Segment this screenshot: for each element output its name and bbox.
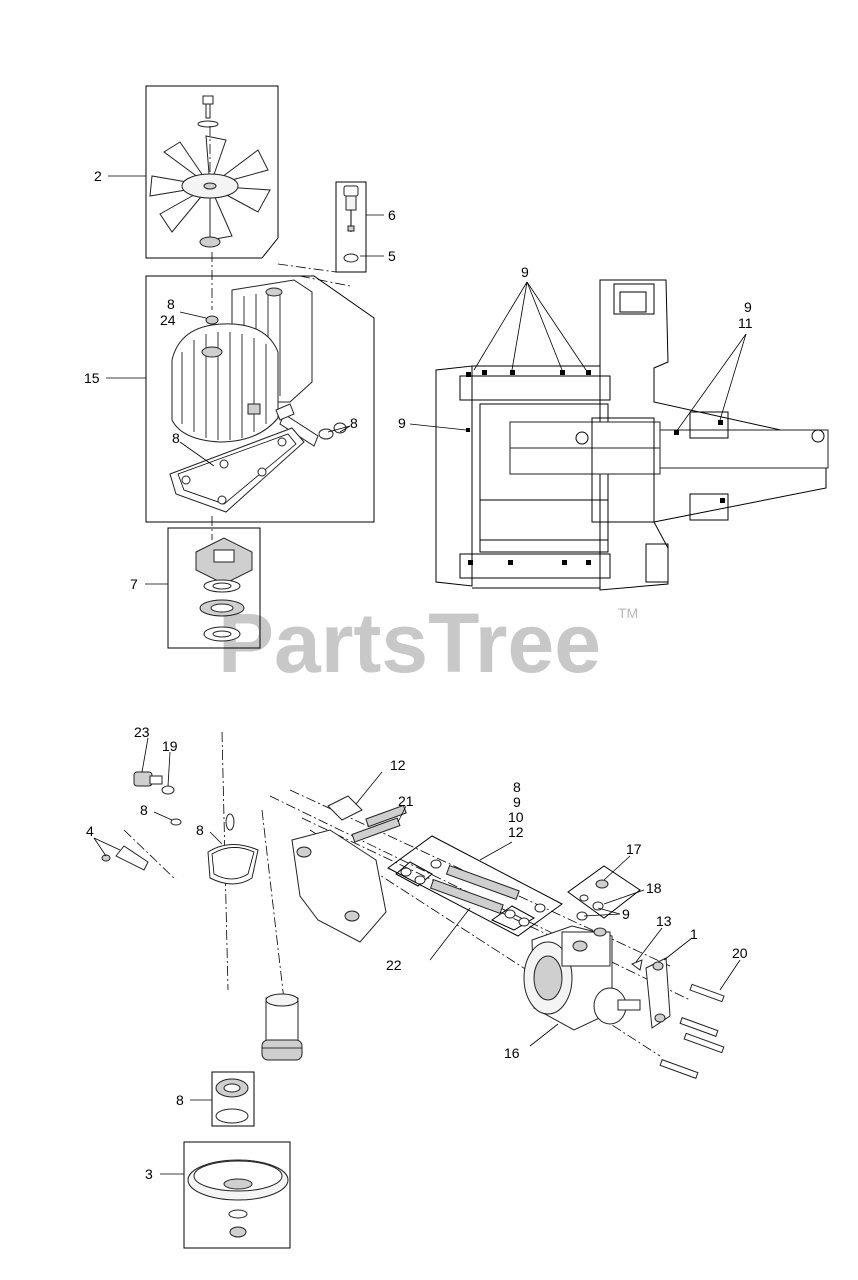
callout-6: 6 — [388, 207, 396, 223]
callout-9-a: 9 — [521, 264, 529, 280]
callout-8-bearing: 8 — [176, 1092, 184, 1108]
callout-18: 18 — [646, 880, 662, 896]
watermark-text: PartsTree — [218, 596, 601, 690]
bracket-1[interactable] — [630, 957, 671, 1029]
callout-15: 15 — [84, 370, 100, 386]
callout-16: 16 — [504, 1045, 520, 1061]
relief-valve-kit[interactable] — [567, 865, 641, 921]
callout-8-top: 8 — [167, 296, 175, 312]
callout-9-kit: 9 — [513, 794, 521, 810]
center-housing[interactable] — [291, 795, 387, 943]
pins-21[interactable] — [351, 804, 407, 843]
callout-17: 17 — [626, 841, 642, 857]
callout-8-seal: 8 — [350, 415, 358, 431]
callout-1: 1 — [690, 926, 698, 942]
oring-8[interactable] — [170, 818, 182, 826]
transmission-cross-section[interactable] — [435, 279, 829, 591]
belt-8[interactable] — [207, 844, 259, 885]
arm-4[interactable] — [101, 845, 149, 871]
callout-8-belt: 8 — [196, 822, 204, 838]
callout-3: 3 — [145, 1166, 153, 1182]
callout-4: 4 — [86, 823, 94, 839]
piston-kit[interactable] — [387, 835, 563, 937]
pulley-assembly[interactable] — [183, 1141, 291, 1249]
filter-shaft[interactable] — [261, 993, 303, 1061]
cradle-bearing-assembly[interactable] — [167, 527, 261, 649]
callout-9-b: 9 — [744, 299, 752, 315]
callout-5: 5 — [388, 248, 396, 264]
callout-20: 20 — [732, 945, 748, 961]
callout-11: 11 — [738, 315, 753, 331]
callout-10-kit: 10 — [508, 809, 524, 825]
vent-dipstick-assembly[interactable] — [335, 181, 367, 273]
callout-24: 24 — [160, 312, 176, 328]
callout-8-kit: 8 — [513, 779, 521, 795]
callout-13: 13 — [656, 913, 672, 929]
callout-9-d: 9 — [622, 906, 630, 922]
watermark-tm: TM — [618, 605, 638, 621]
housing-assembly[interactable] — [145, 275, 375, 523]
callout-7: 7 — [130, 576, 138, 592]
callout-8-gasket: 8 — [172, 430, 180, 446]
bolts-20[interactable] — [659, 983, 725, 1079]
fan-assembly[interactable] — [145, 85, 279, 259]
callout-12-kit: 12 — [508, 824, 524, 840]
fitting-23[interactable] — [133, 771, 163, 787]
callout-9-c: 9 — [398, 415, 406, 431]
callout-19: 19 — [162, 738, 178, 754]
end-housing[interactable] — [523, 925, 641, 1031]
callout-21: 21 — [398, 793, 414, 809]
callout-12-a: 12 — [390, 757, 406, 773]
callout-8-oring: 8 — [140, 802, 148, 818]
callout-23: 23 — [134, 724, 150, 740]
callout-22: 22 — [386, 957, 402, 973]
oring-19[interactable] — [161, 785, 175, 795]
callout-2: 2 — [94, 168, 102, 184]
bearing-retainer-kit[interactable] — [211, 1071, 255, 1127]
